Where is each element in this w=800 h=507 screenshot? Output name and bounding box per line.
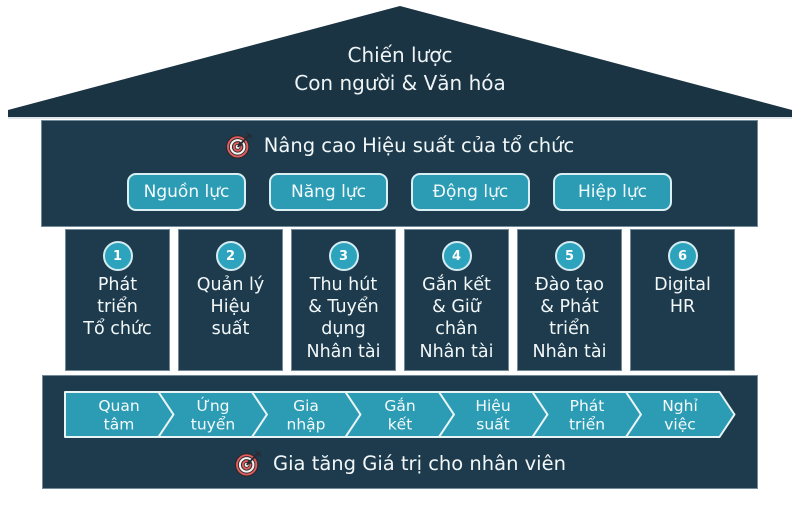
roof-shape <box>8 6 792 119</box>
pillar-1: 1 Phát triển Tổ chức <box>65 229 170 371</box>
pillar-2-number-badge: 2 <box>215 241 246 271</box>
pillar-2: 2 Quản lý Hiệu suất <box>178 229 283 371</box>
pillar-1-number-badge: 1 <box>102 241 133 271</box>
pillars-row: 1 Phát triển Tổ chức 2 Quản lý Hiệu suất… <box>65 229 735 371</box>
header-title: Nâng cao Hiệu suất của tổ chức <box>263 133 575 157</box>
button-dong-luc: Động lực <box>411 173 530 211</box>
button-nang-luc: Năng lực <box>269 173 388 211</box>
pillar-4-label: Gắn kết & Giữ chân Nhân tài <box>419 275 494 362</box>
header-title-row: Nâng cao Hiệu suất của tổ chức <box>42 130 757 160</box>
pillar-6: 6 Digital HR <box>630 229 735 371</box>
pillar-4-number-badge: 4 <box>441 241 472 271</box>
pillar-3: 3 Thu hút & Tuyển dụng Nhân tài <box>291 229 396 371</box>
pillar-1-label: Phát triển Tổ chức <box>83 275 152 340</box>
target-icon <box>225 130 255 160</box>
footer-title: Gia tăng Giá trị cho nhân viên <box>273 451 566 475</box>
roof-title-line2: Con người & Văn hóa <box>294 71 506 95</box>
button-nguon-luc: Nguồn lực <box>127 173 246 211</box>
pillar-5-label: Đào tạo & Phát triển Nhân tài <box>532 275 607 362</box>
pillar-5: 5 Đào tạo & Phát triển Nhân tài <box>517 229 622 371</box>
roof-title: Chiến lược Con người & Văn hóa <box>0 41 800 97</box>
header-band: Nâng cao Hiệu suất của tổ chức Nguồn lực… <box>41 120 758 227</box>
pillar-5-number-badge: 5 <box>554 241 585 271</box>
button-hiep-luc: Hiệp lực <box>553 173 672 211</box>
pillar-6-label: Digital HR <box>654 275 711 318</box>
buttons-row: Nguồn lực Năng lực Động lực Hiệp lực <box>42 173 757 211</box>
pillar-6-number-badge: 6 <box>667 241 698 271</box>
pillar-4: 4 Gắn kết & Giữ chân Nhân tài <box>404 229 509 371</box>
pillar-3-number-badge: 3 <box>328 241 359 271</box>
target-icon <box>234 448 264 478</box>
footer-title-row: Gia tăng Giá trị cho nhân viên <box>43 448 757 478</box>
roof-title-line1: Chiến lược <box>347 43 453 67</box>
pillar-2-label: Quản lý Hiệu suất <box>196 275 265 340</box>
pillar-3-label: Thu hút & Tuyển dụng Nhân tài <box>306 275 381 362</box>
flow-chevron-7 <box>625 391 736 438</box>
